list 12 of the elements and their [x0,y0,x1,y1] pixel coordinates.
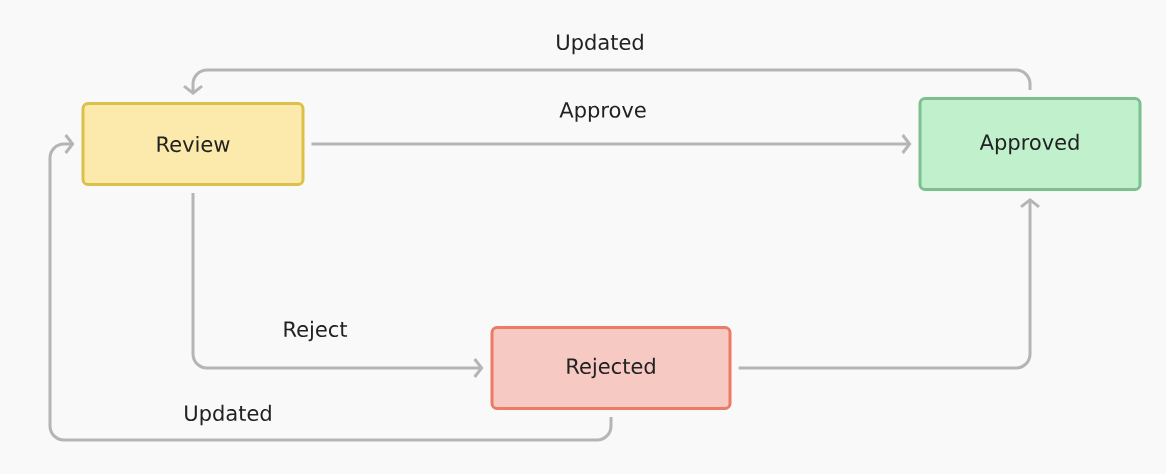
edge-label: Updated [181,402,275,428]
arrow [183,68,1032,95]
edge-label: Updated [553,31,647,57]
arrow [738,198,1040,370]
state-box: Rejected [490,326,732,410]
state-box: Approved [918,97,1142,191]
state-box: Review [81,102,305,186]
edge-label: Approve [557,100,649,124]
arrow [48,134,613,442]
arrow [191,193,484,378]
arrow [311,134,912,154]
edge-label: Reject [280,318,350,344]
